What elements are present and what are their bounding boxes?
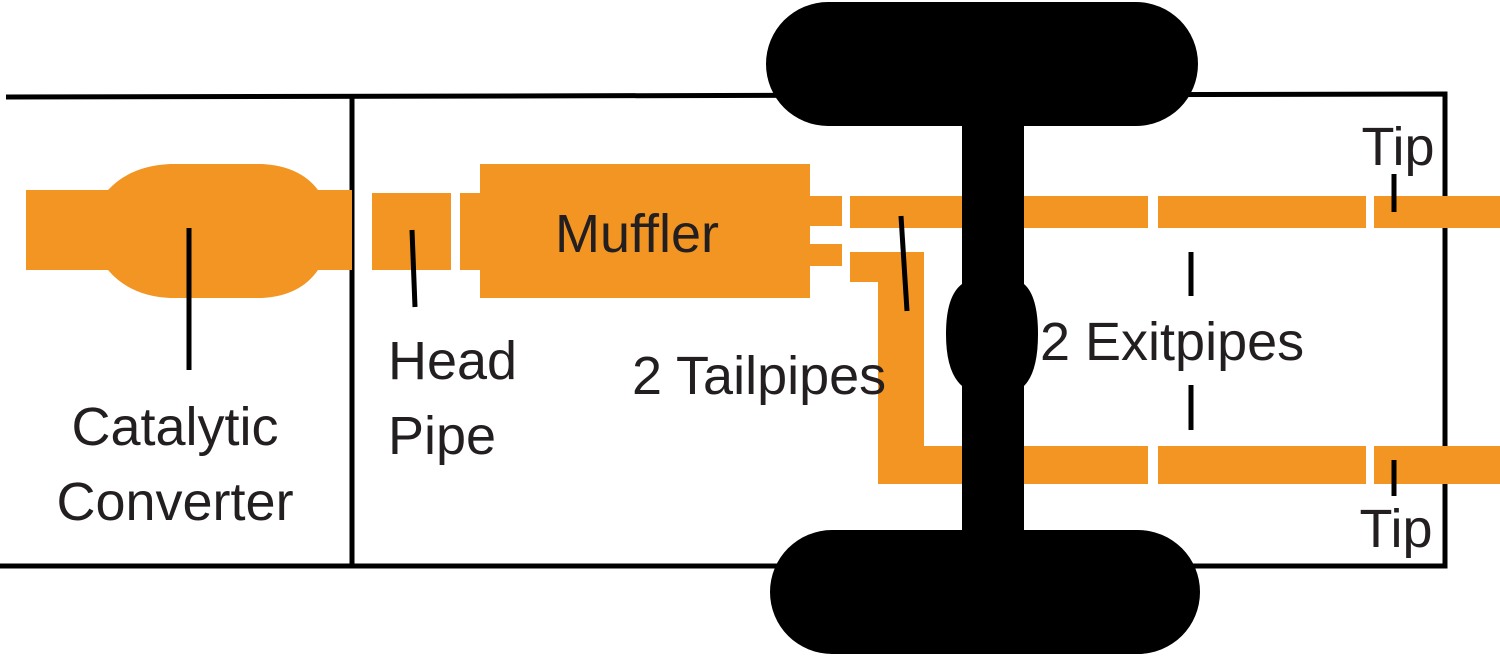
label-exitpipes: 2 Exitpipes — [1040, 312, 1304, 372]
lower-wheel — [770, 530, 1200, 654]
frame-outline — [0, 91, 1448, 569]
label-tip-top: Tip — [1361, 117, 1434, 177]
label-tailpipes: 2 Tailpipes — [632, 346, 886, 406]
vehicle-frame — [0, 91, 1448, 569]
lower-exitpipe — [1158, 446, 1366, 484]
label-catalytic-line1: Catalytic — [71, 397, 278, 457]
upper-wheel — [766, 2, 1198, 126]
label-muffler: Muffler — [555, 204, 719, 264]
lower-tailpipe — [850, 252, 1148, 484]
rear-axle-assembly — [766, 2, 1200, 654]
muffler — [460, 164, 842, 298]
differential — [946, 284, 1038, 386]
label-tip-bottom: Tip — [1359, 499, 1432, 559]
label-catalytic-line2: Converter — [56, 472, 293, 532]
label-head-pipe-line2: Pipe — [388, 406, 496, 466]
labels: Catalytic Converter Head Pipe Muffler 2 … — [56, 117, 1434, 559]
leader-tailpipes — [898, 215, 910, 312]
leader-head-pipe — [409, 229, 418, 308]
label-head-pipe-line1: Head — [388, 331, 517, 391]
leader-lines — [186, 174, 1397, 496]
upper-exitpipe — [1158, 196, 1366, 228]
